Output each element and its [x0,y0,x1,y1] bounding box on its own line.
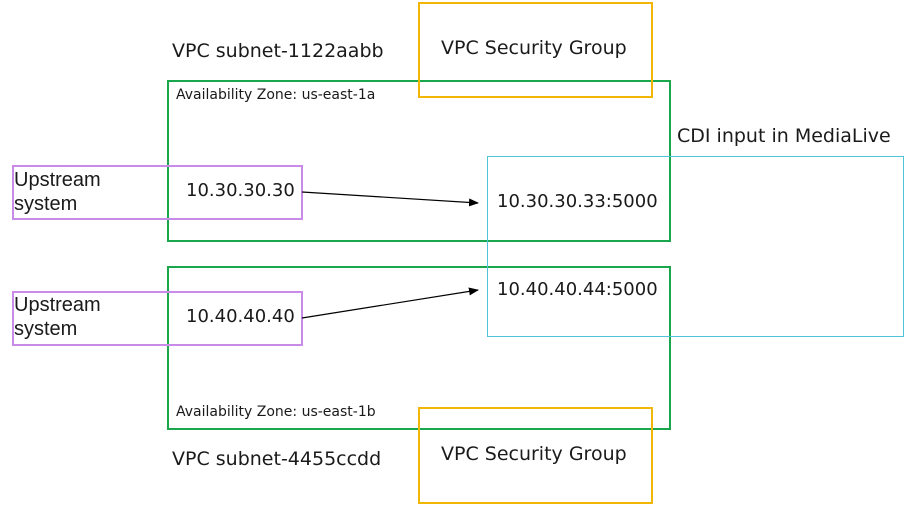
subnet-b-label: VPC subnet-4455ccdd [172,448,382,470]
availability-zone-a-label: Availability Zone: us-east-1a [176,87,376,103]
upstream-system-a-label-line1: Upstream [14,169,101,191]
subnet-a-label: VPC subnet-1122aabb [172,40,384,62]
availability-zone-b-label: Availability Zone: us-east-1b [176,404,376,420]
upstream-system-b-label-line1: Upstream [14,294,101,316]
upstream-system-a-label: Upstream system [14,168,101,216]
upstream-system-b-label-line2: system [14,318,78,340]
upstream-system-a-label-line2: system [14,193,78,215]
destination-ip-a: 10.30.30.33:5000 [497,191,658,212]
security-group-b-label: VPC Security Group [441,443,627,465]
security-group-b-box [418,407,653,504]
security-group-a-box [418,2,653,98]
upstream-system-b-box [12,291,303,346]
destination-ip-b: 10.40.40.44:5000 [497,279,658,300]
upstream-ip-b: 10.40.40.40 [186,306,295,327]
cdi-input-box [487,156,904,337]
arrow-a [301,191,479,207]
arrow-b [301,287,479,319]
security-group-a-label: VPC Security Group [441,37,627,59]
cdi-input-label: CDI input in MediaLive [677,125,891,147]
upstream-system-b-label: Upstream system [14,293,101,341]
upstream-ip-a: 10.30.30.30 [186,180,295,201]
